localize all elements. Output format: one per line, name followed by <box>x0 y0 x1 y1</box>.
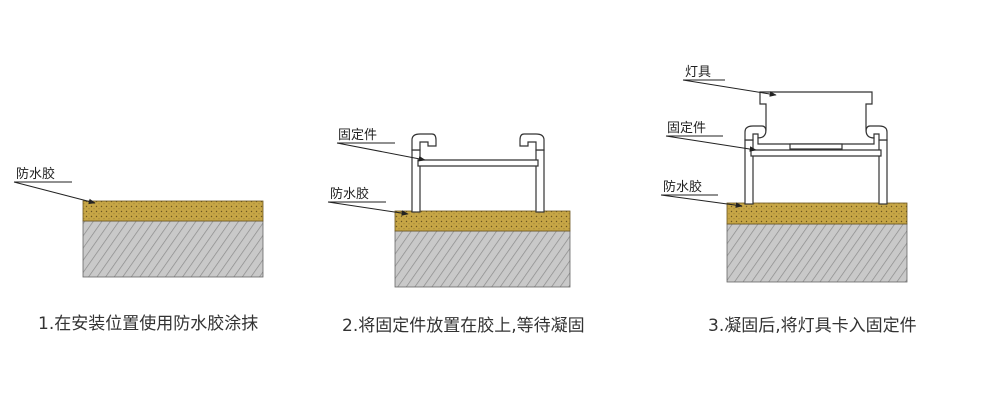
lamp-body <box>757 91 875 150</box>
step-1-caption: 1.在安装位置使用防水胶涂抹 <box>38 313 258 334</box>
glue-layer <box>82 200 264 222</box>
step-2-caption: 2.将固定件放置在胶上,等待凝固 <box>342 316 585 336</box>
lamp-leader-line <box>682 79 777 97</box>
lamp-label: 灯具 <box>685 65 711 80</box>
glue-leader-line <box>327 201 409 216</box>
concrete-base <box>726 223 908 283</box>
glue-layer <box>394 210 571 232</box>
step-1: 防水胶 1.在安装位置使用防水胶涂抹 <box>13 166 264 334</box>
glue-leader-line <box>660 194 743 208</box>
fixture-leader-line <box>665 135 757 152</box>
glue-label: 防水胶 <box>16 166 55 182</box>
concrete-base <box>82 220 264 278</box>
fixture-label: 固定件 <box>338 128 377 143</box>
glue-leader-line <box>13 181 96 205</box>
fixture-bracket <box>411 133 545 213</box>
step-3-caption: 3.凝固后,将灯具卡入固定件 <box>708 316 917 336</box>
fixture-leader-line <box>336 142 426 162</box>
fixture-bracket <box>744 125 888 205</box>
glue-label: 防水胶 <box>330 186 369 202</box>
glue-label: 防水胶 <box>663 179 702 195</box>
step-3: 灯具 固定件 防水胶 3.凝固后,将灯具卡入固定件 <box>660 65 917 336</box>
step-2: 固定件 防水胶 2.将固定件放置在胶上,等待凝固 <box>327 128 585 336</box>
fixture-label: 固定件 <box>667 121 706 136</box>
glue-layer <box>726 202 908 225</box>
concrete-base <box>394 230 571 288</box>
